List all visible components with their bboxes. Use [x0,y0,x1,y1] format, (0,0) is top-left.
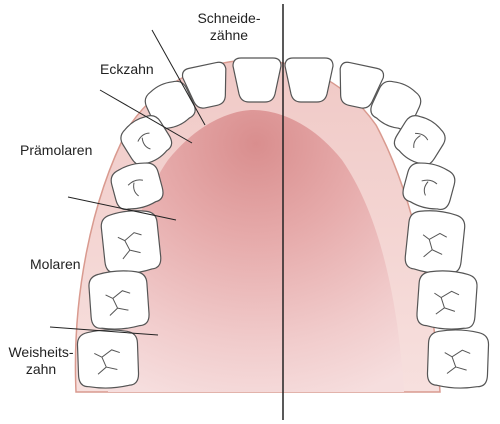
tooth-left-3 [144,80,196,130]
tooth-crown [110,162,164,210]
wisdom-label-line2: zahn [25,361,57,377]
tooth-fissure [94,349,120,375]
tooth-right-5 [402,162,456,210]
tooth-crown [232,57,282,103]
tooth-fissure [137,132,151,150]
tooth-right-7 [416,270,478,330]
tooth-fissure [434,290,460,315]
tooth-fissure [421,179,438,196]
tooth-crown [402,162,456,210]
wisdom-leader-line [49,326,159,336]
tooth-left-4 [120,115,173,166]
tooth-left-1 [232,57,282,103]
wisdom-tooth-label: Weisheits- zahn [0,344,82,378]
incisors-label-line2: zähne [209,27,249,43]
tooth-left-8 [76,329,140,389]
tooth-left-6 [100,210,162,274]
tooth-left-2 [181,61,227,109]
tooth-crown [370,80,422,130]
premolars-label-text: Prämolaren [20,142,93,158]
canine-label-text: Eckzahn [100,61,154,77]
tooth-fissure [127,179,144,197]
incisors-leader-line [151,29,206,126]
canine-label: Eckzahn [100,61,154,78]
premolars-label: Prämolaren [20,142,92,159]
tooth-crown [339,61,385,109]
molars-label: Molaren [30,256,81,273]
tooth-fissure [422,232,448,258]
tooth-crown [88,270,150,330]
premolars-leader-line [67,196,177,221]
tooth-right-3 [370,80,422,130]
tooth-right-8 [426,329,490,389]
canine-leader-line [99,89,193,144]
tooth-crown [181,61,227,109]
tooth-fissure [105,290,131,316]
tooth-crown [426,329,490,389]
tooth-left-7 [88,270,150,330]
teeth-group [76,57,490,389]
tooth-right-2 [339,61,385,109]
palate [108,110,404,392]
tooth-fissure [117,232,142,260]
tooth-crown [144,80,196,130]
tooth-fissure [413,132,429,149]
tooth-crown [416,270,478,330]
tooth-right-1 [284,57,334,103]
incisors-label-line1: Schneide- [197,10,261,26]
tooth-crown [284,57,334,103]
tooth-left-5 [110,162,164,210]
tooth-crown [404,210,466,274]
tooth-crown [76,329,140,389]
incisors-label: Schneide- zähne [186,10,272,44]
tooth-crown [100,210,162,274]
tooth-fissure [444,349,471,374]
wisdom-label-line1: Weisheits- [8,344,74,360]
tooth-right-6 [404,210,466,274]
molars-label-text: Molaren [30,256,81,272]
